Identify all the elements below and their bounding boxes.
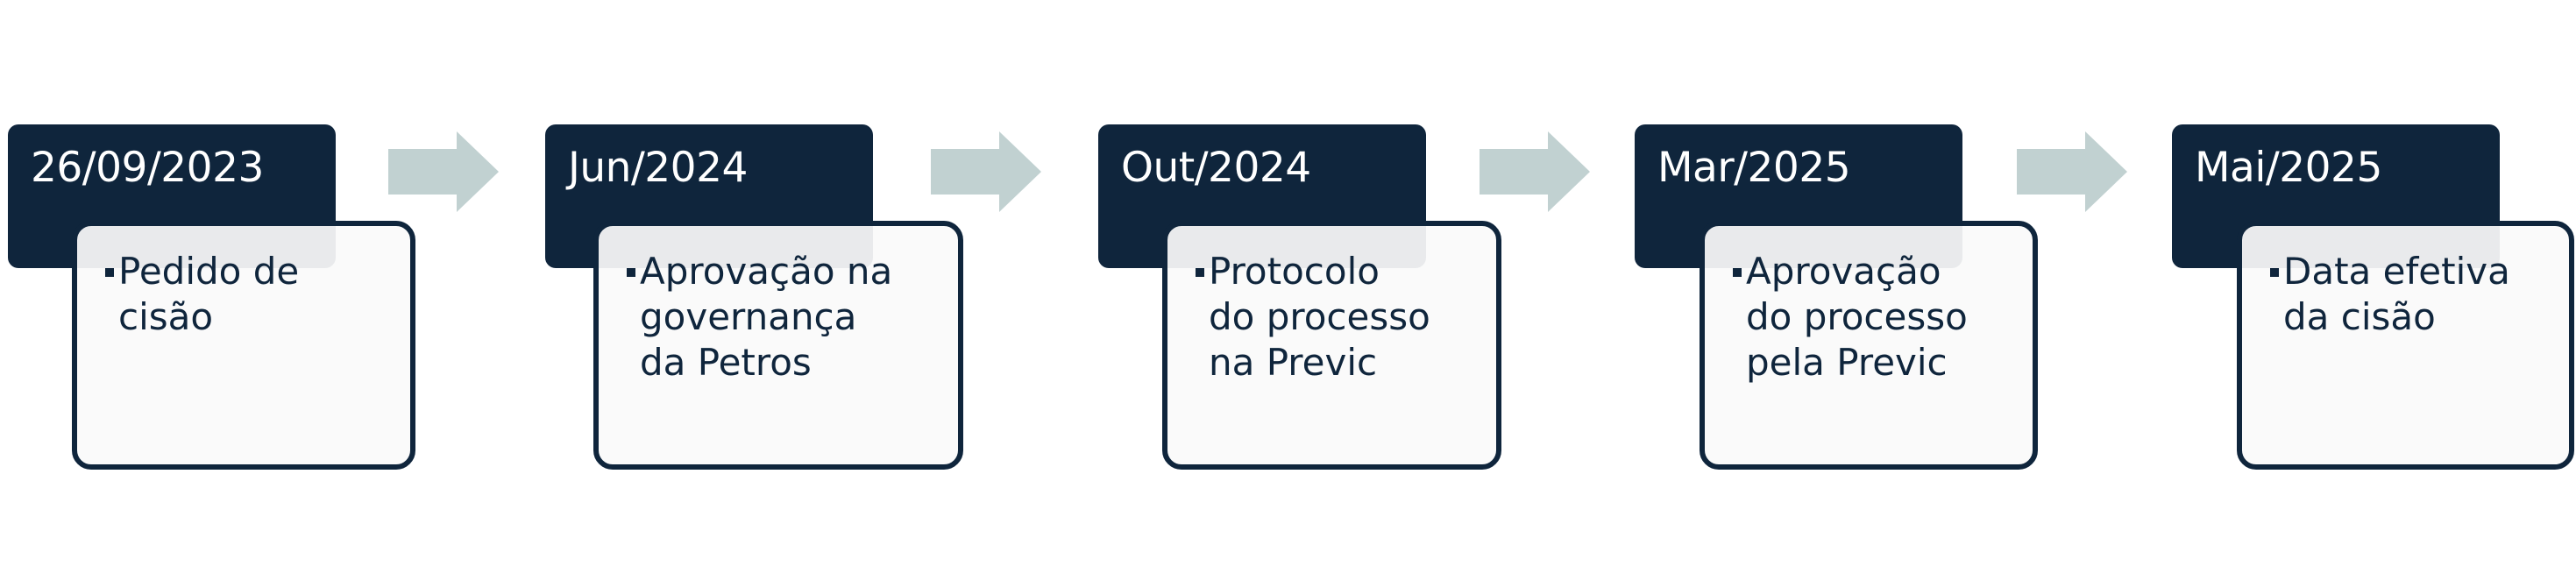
step-date-label: 26/09/2023 bbox=[31, 144, 264, 192]
chevron-arrow-right-icon bbox=[388, 131, 499, 212]
timeline-step-5: Mai/2025 Data efetiva da cisão bbox=[2172, 124, 2576, 470]
step-description-text: Aprovação na governança da Petros bbox=[640, 250, 893, 384]
timeline-step-3: Out/2024 Protocolo do processo na Previc bbox=[1098, 124, 1506, 470]
step-description-card: Aprovação do processo pela Previc bbox=[1700, 221, 2038, 470]
chevron-arrow-right-icon bbox=[1480, 131, 1590, 212]
step-description-text: Aprovação do processo pela Previc bbox=[1746, 250, 1968, 384]
step-date-label: Mar/2025 bbox=[1657, 144, 1851, 192]
step-description-text: Pedido de cisão bbox=[118, 250, 300, 338]
step-date-label: Jun/2024 bbox=[568, 144, 748, 192]
step-description-card: Pedido de cisão bbox=[72, 221, 415, 470]
chevron-arrow-right-icon bbox=[931, 131, 1041, 212]
step-description-card: Protocolo do processo na Previc bbox=[1162, 221, 1501, 470]
square-bullet-icon bbox=[1733, 268, 1742, 277]
step-description-card: Aprovação na governança da Petros bbox=[593, 221, 963, 470]
bullet-item: Protocolo do processo na Previc bbox=[1196, 249, 1480, 386]
square-bullet-icon bbox=[2270, 268, 2279, 277]
square-bullet-icon bbox=[105, 268, 114, 277]
step-description-card: Data efetiva da cisão bbox=[2237, 221, 2574, 470]
bullet-item: Aprovação do processo pela Previc bbox=[1733, 249, 2017, 386]
timeline-step-4: Mar/2025 Aprovação do processo pela Prev… bbox=[1635, 124, 2042, 470]
timeline-step-2: Jun/2024 Aprovação na governança da Petr… bbox=[545, 124, 963, 470]
bullet-item: Data efetiva da cisão bbox=[2270, 249, 2553, 340]
bullet-item: Aprovação na governança da Petros bbox=[627, 249, 942, 386]
step-description-text: Protocolo do processo na Previc bbox=[1209, 250, 1430, 384]
step-date-label: Out/2024 bbox=[1121, 144, 1311, 192]
step-date-label: Mai/2025 bbox=[2195, 144, 2382, 192]
timeline-step-1: 26/09/2023 Pedido de cisão bbox=[8, 124, 415, 470]
chevron-arrow-right-icon bbox=[2017, 131, 2127, 212]
square-bullet-icon bbox=[1196, 268, 1204, 277]
square-bullet-icon bbox=[627, 268, 635, 277]
bullet-item: Pedido de cisão bbox=[105, 249, 394, 340]
step-date-box: Mar/2025 bbox=[1635, 124, 1962, 268]
step-description-text: Data efetiva da cisão bbox=[2283, 250, 2510, 338]
